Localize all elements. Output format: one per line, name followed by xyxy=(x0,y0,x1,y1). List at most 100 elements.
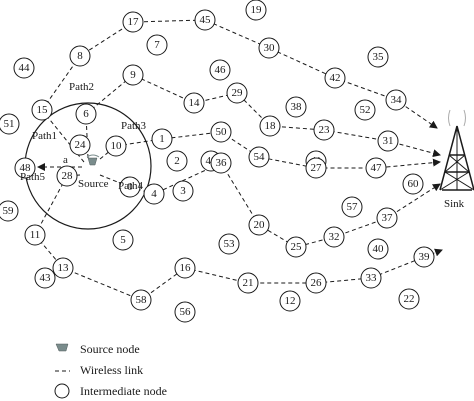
node: 23 xyxy=(313,119,335,141)
svg-text:58: 58 xyxy=(136,294,148,306)
svg-text:35: 35 xyxy=(373,51,385,63)
node: 53 xyxy=(218,233,240,255)
source-label: Source xyxy=(78,178,109,190)
svg-text:30: 30 xyxy=(264,42,276,54)
svg-text:50: 50 xyxy=(216,126,228,138)
svg-text:23: 23 xyxy=(319,124,331,136)
node: 28 xyxy=(56,165,78,187)
link-path1 xyxy=(41,19,438,129)
node: 13 xyxy=(52,257,74,279)
svg-text:45: 45 xyxy=(200,14,212,26)
node: 11 xyxy=(24,224,46,246)
node: 32 xyxy=(323,226,345,248)
source-node-icon xyxy=(86,154,100,166)
svg-text:59: 59 xyxy=(3,205,15,217)
node: 20 xyxy=(248,214,270,236)
svg-text:37: 37 xyxy=(382,212,394,224)
svg-text:15: 15 xyxy=(37,104,49,116)
node: 8 xyxy=(69,45,91,67)
svg-text:19: 19 xyxy=(251,4,263,16)
node: 7 xyxy=(146,34,168,56)
svg-text:54: 54 xyxy=(254,151,266,163)
node: 12 xyxy=(279,290,301,312)
node: 58 xyxy=(130,289,152,311)
svg-text:2: 2 xyxy=(174,155,180,167)
link-source-0 xyxy=(99,174,131,188)
node: 25 xyxy=(285,236,307,258)
node: 1 xyxy=(151,128,173,150)
svg-text:16: 16 xyxy=(180,262,192,274)
node: 44 xyxy=(13,57,35,79)
svg-text:8: 8 xyxy=(77,50,83,62)
svg-text:24: 24 xyxy=(75,139,87,151)
node: 59 xyxy=(0,200,19,222)
svg-text:22: 22 xyxy=(404,293,415,305)
node: 42 xyxy=(324,67,346,89)
svg-text:26: 26 xyxy=(311,277,323,289)
svg-text:47: 47 xyxy=(371,162,383,174)
node: 22 xyxy=(398,288,420,310)
svg-text:28: 28 xyxy=(62,170,74,182)
node: 56 xyxy=(174,301,196,323)
svg-text:44: 44 xyxy=(19,62,31,74)
legend-source-node-label: Source node xyxy=(80,342,140,356)
svg-text:5: 5 xyxy=(120,234,126,246)
svg-text:57: 57 xyxy=(347,201,359,213)
svg-text:9: 9 xyxy=(130,69,136,81)
node: 2 xyxy=(166,150,188,172)
node: 45 xyxy=(194,9,216,31)
node: 9 xyxy=(122,64,144,86)
svg-text:52: 52 xyxy=(360,104,371,116)
svg-text:13: 13 xyxy=(58,262,70,274)
node: 31 xyxy=(377,130,399,152)
svg-text:17: 17 xyxy=(128,16,140,28)
node: 3 xyxy=(172,180,194,202)
node: 10 xyxy=(105,135,127,157)
svg-text:32: 32 xyxy=(329,231,340,243)
node: 19 xyxy=(245,0,267,21)
link-source-28 xyxy=(34,174,81,236)
node: 15 xyxy=(31,99,53,121)
svg-text:53: 53 xyxy=(224,238,236,250)
svg-text:18: 18 xyxy=(265,120,277,132)
node: 34 xyxy=(385,89,407,111)
node: 5 xyxy=(112,229,134,251)
legend-node-icon xyxy=(54,383,70,399)
legend-intermediate-node-label: Intermediate node xyxy=(80,384,167,398)
svg-text:11: 11 xyxy=(30,229,41,241)
svg-text:38: 38 xyxy=(291,101,303,113)
node: 17 xyxy=(122,11,144,33)
path5-label: Path5 xyxy=(20,171,46,183)
svg-text:12: 12 xyxy=(285,295,296,307)
node: 18 xyxy=(259,115,281,137)
svg-text:34: 34 xyxy=(391,94,403,106)
link-path4 xyxy=(129,162,441,248)
node: 43 xyxy=(34,267,56,289)
legend: Source node Wireless link Intermediate n… xyxy=(54,342,167,399)
node: 27 xyxy=(305,157,327,179)
svg-text:51: 51 xyxy=(4,118,15,130)
svg-text:6: 6 xyxy=(83,108,89,120)
svg-text:40: 40 xyxy=(373,243,385,255)
svg-text:29: 29 xyxy=(232,87,244,99)
svg-text:10: 10 xyxy=(111,140,123,152)
node: 35 xyxy=(367,46,389,68)
node: 37 xyxy=(376,207,398,229)
node: 39 xyxy=(413,246,435,268)
svg-text:39: 39 xyxy=(419,251,431,263)
svg-text:31: 31 xyxy=(383,135,394,147)
svg-text:21: 21 xyxy=(243,277,254,289)
svg-text:20: 20 xyxy=(254,219,266,231)
svg-text:0: 0 xyxy=(127,181,133,193)
node: 14 xyxy=(183,92,205,114)
node: 40 xyxy=(367,238,389,260)
node: 36 xyxy=(210,152,232,174)
node: 33 xyxy=(360,267,382,289)
sink-label: Sink xyxy=(444,198,465,210)
svg-text:3: 3 xyxy=(180,185,186,197)
svg-text:56: 56 xyxy=(180,306,192,318)
path2-label: Path2 xyxy=(69,81,94,93)
node: 21 xyxy=(237,272,259,294)
svg-text:46: 46 xyxy=(215,64,227,76)
